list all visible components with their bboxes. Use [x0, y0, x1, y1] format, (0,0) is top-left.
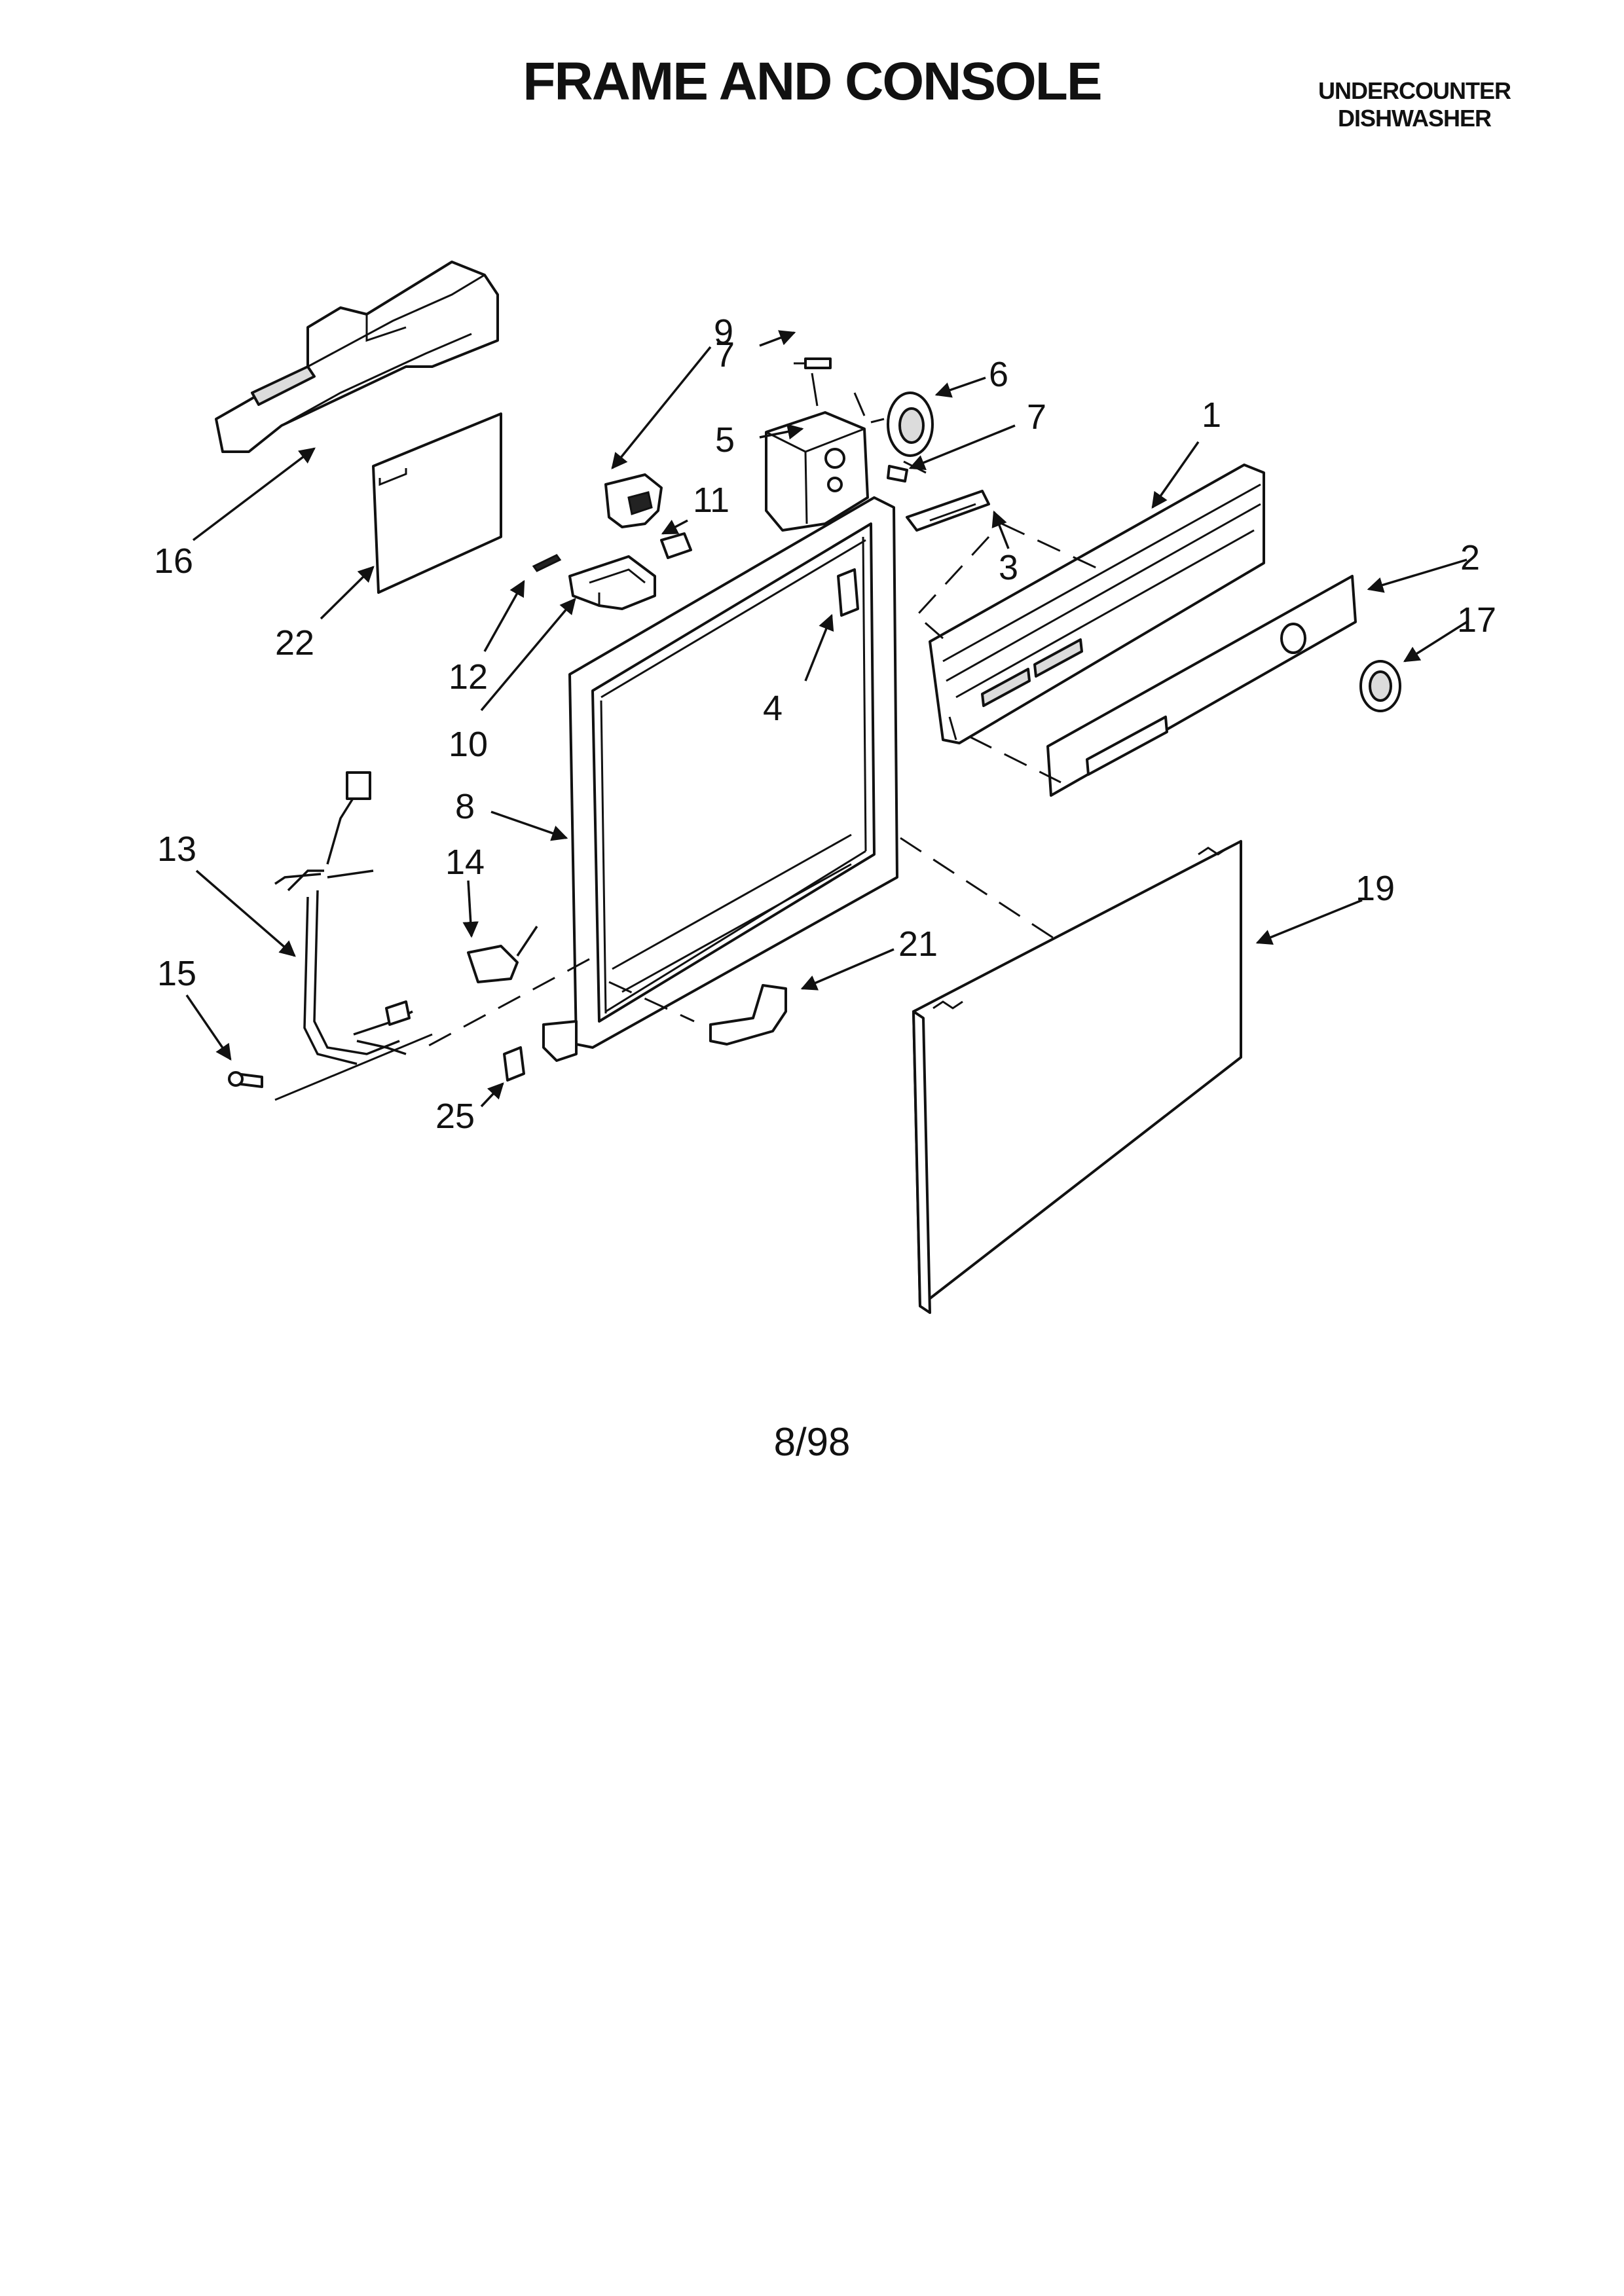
product-line-2: DISHWASHER	[1337, 105, 1492, 132]
callout-leaders	[185, 330, 1467, 1108]
callout-19: 19	[1356, 869, 1395, 908]
part-3-plate	[906, 490, 990, 532]
product-type: UNDERCOUNTER DISHWASHER	[1251, 77, 1578, 132]
part-22-sheet	[372, 412, 502, 594]
part-14-terminal	[467, 926, 538, 983]
part-17-knob	[1359, 660, 1401, 712]
part-5-timer	[765, 411, 869, 532]
callout-1: 1	[1202, 395, 1221, 435]
part-16-top-cover	[215, 261, 499, 453]
part-7-screw-top	[794, 357, 832, 369]
part-13-wire-harness	[274, 771, 413, 1065]
part-6-dial	[887, 392, 934, 457]
part-19-door-panel	[912, 840, 1242, 1314]
callout-15: 15	[157, 954, 196, 993]
part-2-control-panel	[1046, 575, 1357, 797]
part-15-screw	[228, 1071, 263, 1088]
part-10-bracket	[568, 555, 656, 610]
callout-17: 17	[1457, 600, 1496, 640]
callout-14: 14	[445, 843, 485, 882]
callout-4: 4	[763, 689, 783, 728]
part-12-pin	[532, 554, 562, 572]
product-line-1: UNDERCOUNTER	[1318, 77, 1511, 104]
part-21-clip	[709, 984, 787, 1046]
revision-date: 8/98	[773, 1420, 851, 1464]
part-4-latch	[837, 568, 859, 617]
callout-2: 2	[1460, 538, 1480, 577]
callout-9: 9	[714, 312, 733, 352]
page-title: FRAME AND CONSOLE	[523, 52, 1102, 111]
callout-labels: 9 7 5 6 7 1 3 2 17 11 4 12 10 8 16 22 13…	[154, 312, 1496, 1136]
callout-25: 25	[435, 1097, 475, 1136]
part-1-console	[929, 464, 1265, 744]
callout-3: 3	[999, 548, 1018, 587]
callout-16: 16	[154, 541, 193, 581]
callout-7b: 7	[1027, 397, 1046, 437]
callout-22: 22	[275, 623, 314, 663]
part-11-connector	[660, 532, 692, 559]
callout-8: 8	[455, 787, 475, 826]
callout-21: 21	[898, 924, 938, 964]
callout-5: 5	[715, 420, 735, 460]
callout-12: 12	[449, 657, 488, 697]
callout-7a: 7	[715, 335, 735, 374]
callout-6: 6	[989, 355, 1008, 394]
part-8-frame	[542, 496, 898, 1062]
callout-10: 10	[449, 725, 488, 764]
part-9-switch	[604, 473, 663, 528]
part-25-clip	[503, 1046, 525, 1082]
part-7-screw-right	[887, 465, 908, 483]
callout-11: 11	[693, 481, 729, 520]
callout-13: 13	[157, 829, 196, 869]
assembly-guide-lines	[274, 373, 1101, 1101]
